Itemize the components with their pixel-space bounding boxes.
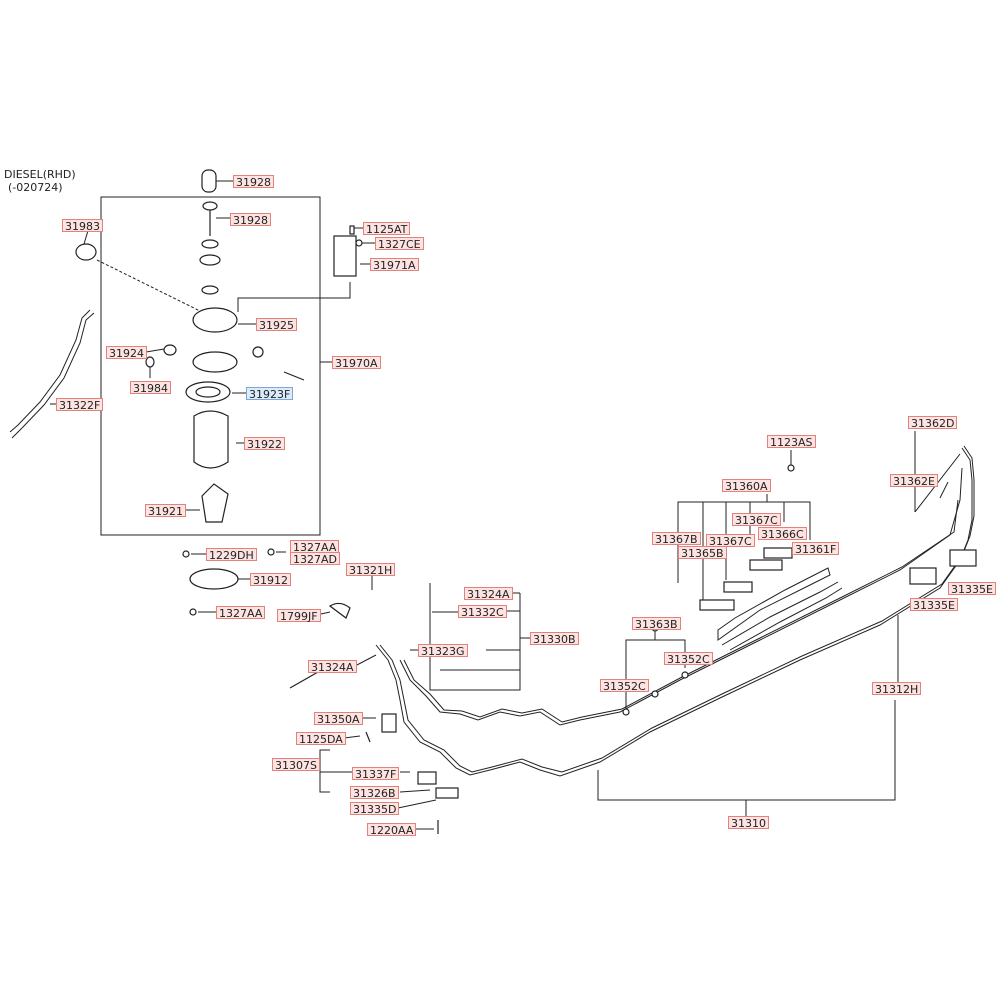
part-31362D[interactable]: 31362D	[908, 416, 958, 430]
part-31324A-upper[interactable]: 31324A	[464, 587, 513, 601]
filter-cartridge-shape	[193, 410, 229, 469]
part-31352C-right[interactable]: 31352C	[664, 652, 713, 666]
sleeve-shape	[75, 243, 97, 261]
part-31362E[interactable]: 31362E	[890, 474, 938, 488]
part-1220AA[interactable]: 1220AA	[367, 823, 417, 837]
diagram-variant-label: DIESEL(RHD)	[4, 168, 76, 181]
part-31335E-right[interactable]: 31335E	[948, 582, 996, 596]
part-31921[interactable]: 31921	[145, 504, 186, 518]
part-31366C[interactable]: 31366C	[758, 527, 807, 541]
part-31332C[interactable]: 31332C	[458, 605, 507, 619]
part-31912[interactable]: 31912	[250, 573, 291, 587]
part-1327AA-upper[interactable]: 1327AA	[290, 540, 340, 554]
part-31363B[interactable]: 31363B	[632, 617, 681, 631]
part-1229DH[interactable]: 1229DH	[206, 548, 257, 562]
part-1327AA-lower[interactable]: 1327AA	[216, 606, 266, 620]
o-ring-seal-shape	[201, 169, 217, 193]
part-31924[interactable]: 31924	[106, 346, 147, 360]
part-31360A[interactable]: 31360A	[722, 479, 771, 493]
part-31984[interactable]: 31984	[130, 381, 171, 395]
part-31367C-upper[interactable]: 31367C	[732, 513, 781, 527]
part-31326B[interactable]: 31326B	[350, 786, 399, 800]
part-31923F-selected[interactable]: 31923F	[246, 387, 294, 401]
part-31330B[interactable]: 31330B	[530, 632, 579, 646]
part-1125DA[interactable]: 1125DA	[296, 732, 346, 746]
part-31983[interactable]: 31983	[62, 219, 103, 233]
part-31971A[interactable]: 31971A	[370, 258, 419, 272]
part-31928-oring[interactable]: 31928	[233, 175, 274, 189]
part-1125AT[interactable]: 1125AT	[363, 222, 411, 236]
part-31310[interactable]: 31310	[728, 816, 769, 830]
part-31335E-left[interactable]: 31335E	[910, 598, 958, 612]
filter-assembly-frame	[100, 196, 321, 536]
part-31367B[interactable]: 31367B	[652, 532, 701, 546]
part-31337F[interactable]: 31337F	[352, 767, 400, 781]
part-31352C-left[interactable]: 31352C	[600, 679, 649, 693]
part-31335D[interactable]: 31335D	[350, 802, 400, 816]
part-31307S[interactable]: 31307S	[272, 758, 320, 772]
clip-31335E-shape	[949, 549, 977, 567]
part-31322F[interactable]: 31322F	[56, 398, 104, 412]
part-31324A-lower[interactable]: 31324A	[308, 660, 357, 674]
part-31350A[interactable]: 31350A	[314, 712, 363, 726]
part-31323G[interactable]: 31323G	[418, 644, 468, 658]
filter-head-shape	[192, 307, 238, 333]
bracket-shape	[333, 235, 357, 277]
part-1327AD[interactable]: 1327AD	[290, 552, 340, 566]
part-31312H[interactable]: 31312H	[872, 682, 922, 696]
part-31321H[interactable]: 31321H	[346, 563, 396, 577]
part-1799JF[interactable]: 1799JF	[277, 609, 321, 623]
part-31365B[interactable]: 31365B	[678, 546, 727, 560]
part-1123AS[interactable]: 1123AS	[767, 435, 816, 449]
part-31925[interactable]: 31925	[256, 318, 297, 332]
part-31922[interactable]: 31922	[244, 437, 285, 451]
part-1327CE[interactable]: 1327CE	[375, 237, 424, 251]
clip-31335E-shape-2	[909, 567, 937, 585]
part-31970A[interactable]: 31970A	[332, 356, 381, 370]
part-31928-bolt[interactable]: 31928	[230, 213, 271, 227]
part-31367C-lower[interactable]: 31367C	[706, 534, 755, 548]
diagram-date-label: (-020724)	[8, 181, 63, 194]
filter-clamp-shape	[189, 568, 239, 590]
part-31361F[interactable]: 31361F	[792, 542, 840, 556]
